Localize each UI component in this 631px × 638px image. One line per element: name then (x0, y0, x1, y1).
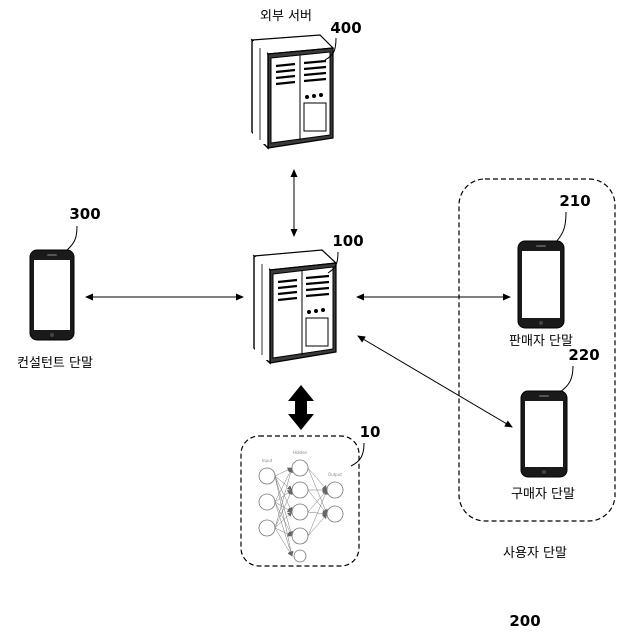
seller-leader (555, 211, 567, 243)
nn-node (291, 459, 309, 477)
neural-network-number: 10 (360, 423, 381, 441)
consultant-label: 컨설턴트 단말 (17, 356, 93, 371)
external-server-label: 외부 서버 (260, 9, 312, 24)
nn-node (258, 493, 276, 511)
nn-edge (274, 527, 293, 537)
consultant-number: 300 (69, 205, 100, 223)
nn-edge (274, 475, 294, 557)
nn-edge (274, 501, 293, 513)
external-server-leader (324, 37, 337, 61)
nn-node (291, 527, 309, 545)
consultant-phone-icon (29, 249, 75, 341)
nn-edge (274, 467, 294, 529)
buyer-leader (559, 365, 574, 393)
nn-node (326, 481, 344, 499)
nn-node (293, 549, 307, 563)
nn-edge (274, 475, 293, 513)
nn-layer-label: Output (328, 472, 342, 477)
nn-edge (307, 489, 328, 537)
nn-edge (274, 475, 293, 491)
nn-edge (307, 513, 328, 537)
nn-edge (307, 489, 328, 515)
nn-edge (274, 501, 294, 557)
consultant-leader (65, 225, 78, 252)
neural-network-leader (350, 442, 365, 467)
main-server-icon (252, 249, 338, 365)
seller-label: 판매자 단말 (509, 334, 573, 349)
buyer-phone-icon (520, 390, 568, 478)
nn-edge (274, 501, 293, 537)
seller-number: 210 (559, 192, 590, 210)
main-server-leader (327, 251, 339, 274)
nn-node (291, 503, 309, 521)
nn-edge (274, 467, 293, 477)
external-server-icon (250, 34, 335, 150)
nn-edge (274, 467, 293, 503)
nn-node (291, 481, 309, 499)
nn-edge (274, 475, 294, 537)
seller-phone-icon (517, 240, 565, 329)
external-server-number: 400 (330, 19, 361, 37)
nn-edge (307, 467, 328, 491)
nn-edge (274, 489, 293, 529)
user-terminal-group-label: 사용자 단말 (503, 546, 567, 561)
nn-node (326, 505, 344, 523)
nn-layer-label: Hidden (293, 450, 308, 455)
main-server-number: 100 (332, 232, 363, 250)
nn-node (258, 467, 276, 485)
neural-network-frame (240, 435, 360, 567)
nn-edge (307, 467, 328, 515)
buyer-number: 220 (568, 346, 599, 364)
nn-layer-label: Input (262, 458, 273, 463)
user-terminal-group-number: 200 (509, 612, 540, 630)
nn-node (258, 519, 276, 537)
nn-edge (274, 527, 293, 557)
arrow-server-neural-network (288, 385, 314, 430)
nn-edge (274, 511, 293, 529)
arrow-server-buyer (357, 335, 513, 428)
buyer-label: 구매자 단말 (511, 487, 575, 502)
